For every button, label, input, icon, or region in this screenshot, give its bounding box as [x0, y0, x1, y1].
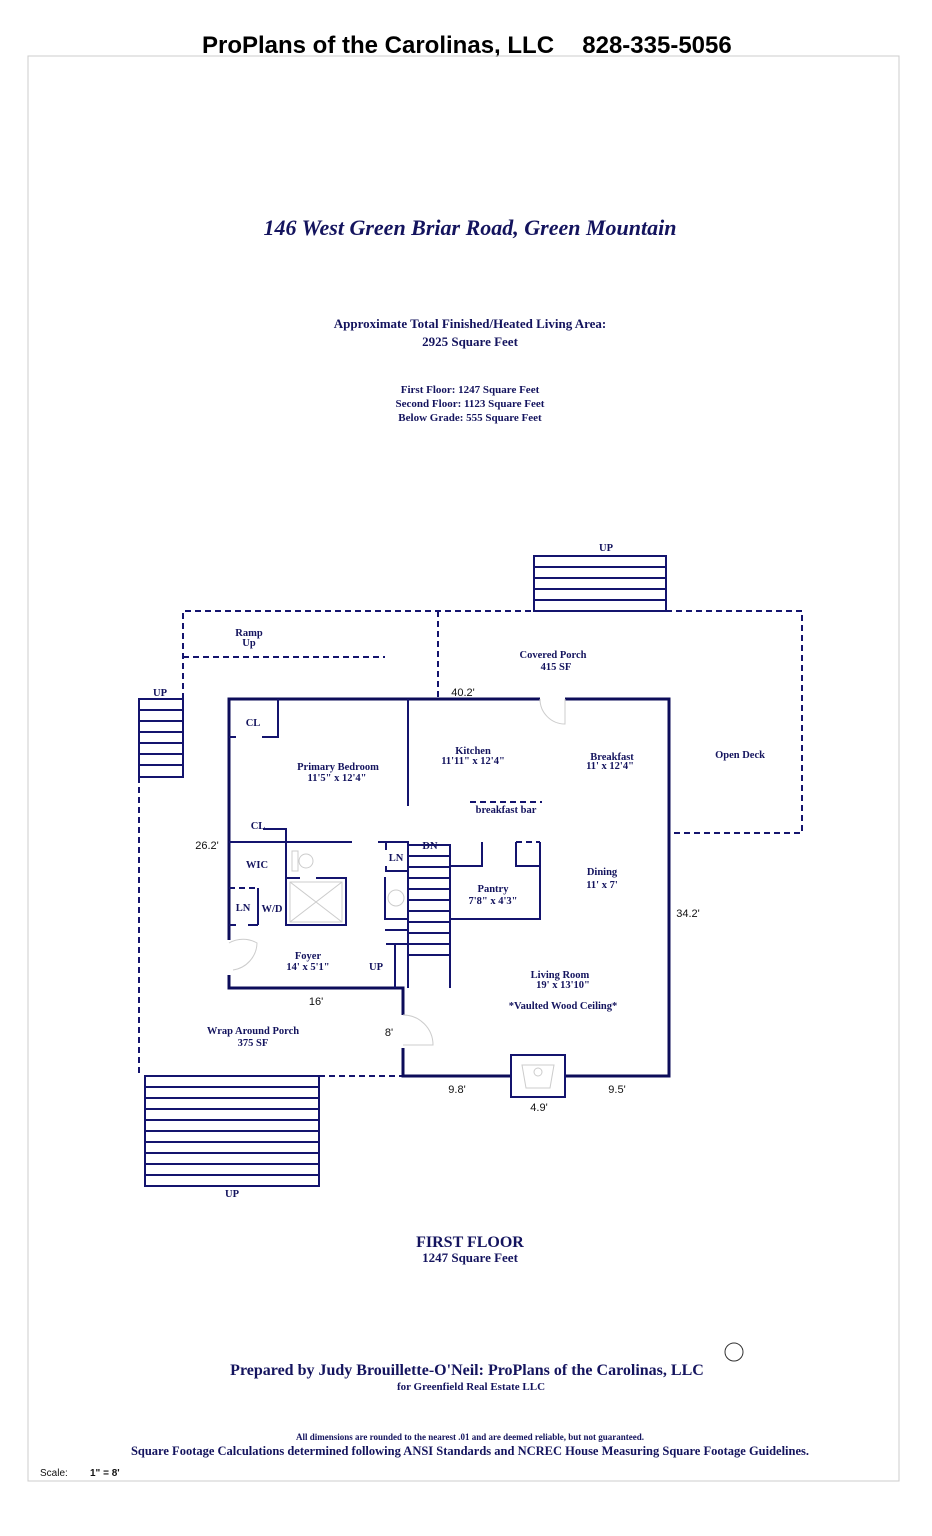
dim-foyer: 16' — [309, 996, 323, 1008]
kitchen-label: Kitchen — [455, 746, 491, 757]
stairs-bottom — [144, 1075, 320, 1187]
dim-fireplace: 4.9' — [530, 1102, 547, 1114]
breakfast-dim: 11' x 12'4" — [586, 761, 634, 772]
living-room-dim: 19' x 13'10" — [536, 980, 590, 991]
area-total: 2925 Square Feet — [422, 334, 518, 349]
disclaimer: All dimensions are rounded to the neares… — [296, 1432, 644, 1442]
floor-sf: 1247 Square Feet — [422, 1250, 518, 1265]
property-address: 146 West Green Briar Road, Green Mountai… — [264, 215, 677, 240]
stairs-up-label: UP — [599, 543, 614, 554]
closet-label: CL — [251, 821, 266, 832]
plan-drawing — [138, 555, 803, 1187]
dim-top: 40.2' — [451, 687, 475, 699]
scale-value: 1" = 8' — [90, 1468, 120, 1479]
open-deck-label: Open Deck — [715, 750, 765, 761]
stairs-main — [408, 844, 451, 988]
dim-bottom-right: 9.5' — [608, 1084, 625, 1096]
linen-label: LN — [389, 853, 404, 864]
room-labels: UP Ramp Up Covered Porch 415 SF UP CL Pr… — [153, 543, 765, 1200]
stairs-up-label: UP — [369, 962, 384, 973]
washer-dryer-label: W/D — [262, 904, 283, 915]
wrap-porch-sf: 375 SF — [238, 1038, 269, 1049]
dim-left: 26.2' — [195, 840, 219, 852]
dimensions: 40.2' 26.2' 34.2' 16' 8' 9.8' 4.9' 9.5' — [195, 687, 700, 1114]
linen-label: LN — [236, 903, 251, 914]
stairs-up-label: UP — [225, 1189, 240, 1200]
stairs-up-label: UP — [153, 688, 168, 699]
stairs-down-label: DN — [422, 841, 438, 852]
prepared-for: for Greenfield Real Estate LLC — [397, 1381, 545, 1393]
foyer-label: Foyer — [295, 951, 322, 962]
floor-area: Below Grade: 555 Square Feet — [398, 412, 542, 424]
wrap-porch-label: Wrap Around Porch — [207, 1026, 299, 1037]
wic-label: WIC — [246, 860, 268, 871]
kitchen-dim: 11'11" x 12'4" — [441, 756, 505, 767]
closet-label: CL — [246, 718, 261, 729]
area-label: Approximate Total Finished/Heated Living… — [334, 316, 607, 331]
page-border — [27, 55, 900, 1482]
circle-mark-icon — [724, 1342, 744, 1362]
covered-porch-label: Covered Porch — [520, 650, 587, 661]
dim-right: 34.2' — [676, 908, 700, 920]
dining-label: Dining — [587, 867, 618, 878]
stairs-top — [533, 555, 667, 612]
ramp-label: Ramp — [235, 628, 263, 639]
standards-note: Square Footage Calculations determined f… — [131, 1444, 809, 1458]
floor-area: First Floor: 1247 Square Feet — [401, 384, 540, 396]
ramp-label: Up — [242, 638, 256, 649]
pantry-dim: 7'8" x 4'3" — [469, 896, 518, 907]
dim-entry: 8' — [385, 1027, 393, 1039]
dining-dim: 11' x 7' — [586, 880, 618, 891]
prepared-by: Prepared by Judy Brouillette-O'Neil: Pro… — [230, 1362, 704, 1379]
fireplace — [510, 1054, 566, 1098]
scale-label: Scale: — [40, 1468, 68, 1479]
company-phone: 828-335-5056 — [582, 32, 731, 59]
breakfast-label: Breakfast — [590, 752, 634, 763]
living-room-note: *Vaulted Wood Ceiling* — [509, 1001, 618, 1012]
primary-bedroom-label: Primary Bedroom — [297, 762, 379, 773]
stairs-left — [138, 698, 184, 778]
floor-area: Second Floor: 1123 Square Feet — [396, 398, 545, 410]
floor-name: FIRST FLOOR — [416, 1234, 524, 1251]
covered-porch-sf: 415 SF — [541, 662, 572, 673]
foyer-dim: 14' x 5'1" — [286, 962, 329, 973]
primary-bedroom-dim: 11'5" x 12'4" — [308, 773, 367, 784]
dim-bottom-left: 9.8' — [448, 1084, 465, 1096]
company-name: ProPlans of the Carolinas, LLC — [202, 32, 554, 59]
pantry-label: Pantry — [478, 884, 510, 895]
breakfast-bar-label: breakfast bar — [476, 805, 537, 816]
living-room-label: Living Room — [531, 970, 590, 981]
